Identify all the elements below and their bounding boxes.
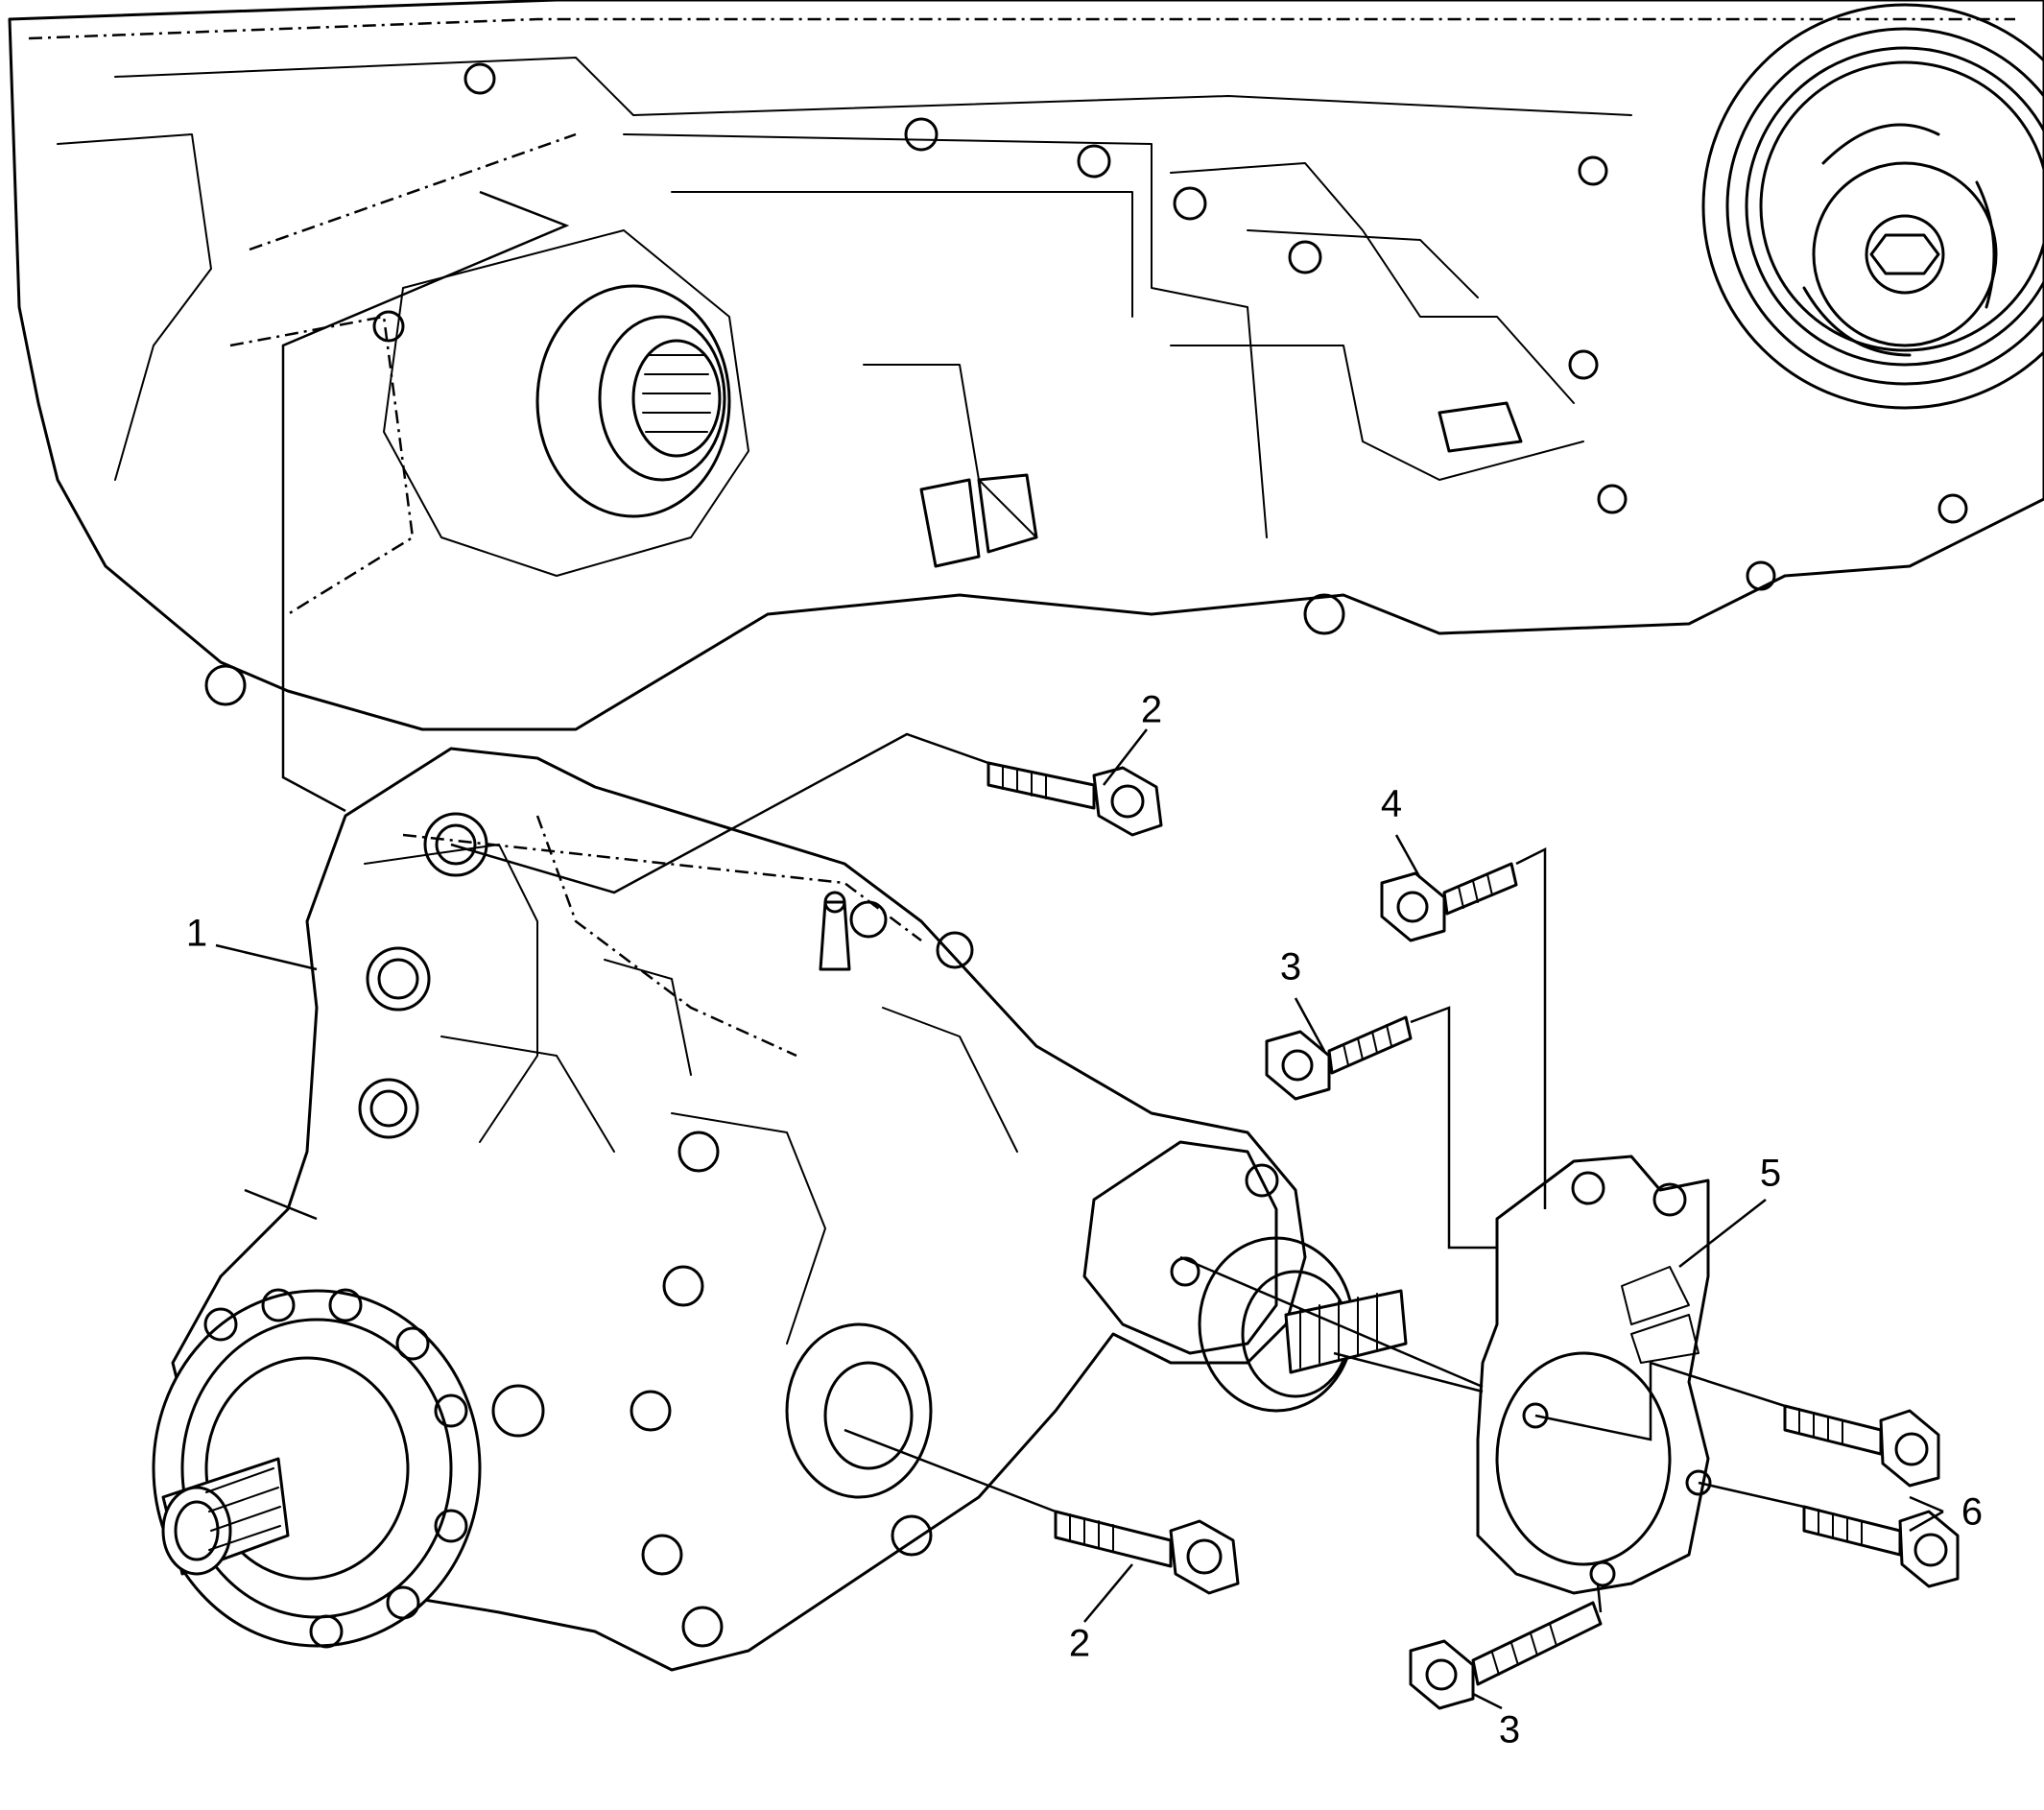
engine-block xyxy=(8,0,2044,731)
callout-2-lower: 2 xyxy=(1069,1623,1090,1665)
callouts: 1 2 2 3 3 4 5 6 xyxy=(186,689,1983,1751)
bolt-2-lower xyxy=(1054,1510,1240,1595)
callout-2-upper: 2 xyxy=(1141,689,1162,731)
bracket xyxy=(1476,1155,1712,1595)
front-output xyxy=(152,1288,482,1649)
callout-3-upper: 3 xyxy=(1280,946,1301,988)
bolt-4 xyxy=(1380,862,1518,942)
bolt-3-lower xyxy=(1409,1601,1603,1710)
callout-5: 5 xyxy=(1760,1153,1781,1195)
rear-output xyxy=(1082,1140,1408,1413)
callout-3-lower: 3 xyxy=(1499,1709,1520,1751)
bolt-6-upper xyxy=(1783,1404,1940,1488)
callout-6: 6 xyxy=(1961,1491,1983,1534)
bolt-2-upper xyxy=(986,761,1163,837)
transfer-case xyxy=(152,747,1408,1672)
alignment-lines xyxy=(244,190,1805,1613)
callout-1: 1 xyxy=(186,913,207,955)
callout-4: 4 xyxy=(1381,783,1402,825)
bolt-6-lower xyxy=(1802,1505,1960,1588)
bolt-3-upper xyxy=(1265,1015,1413,1101)
crank-pulley xyxy=(1701,3,2044,410)
